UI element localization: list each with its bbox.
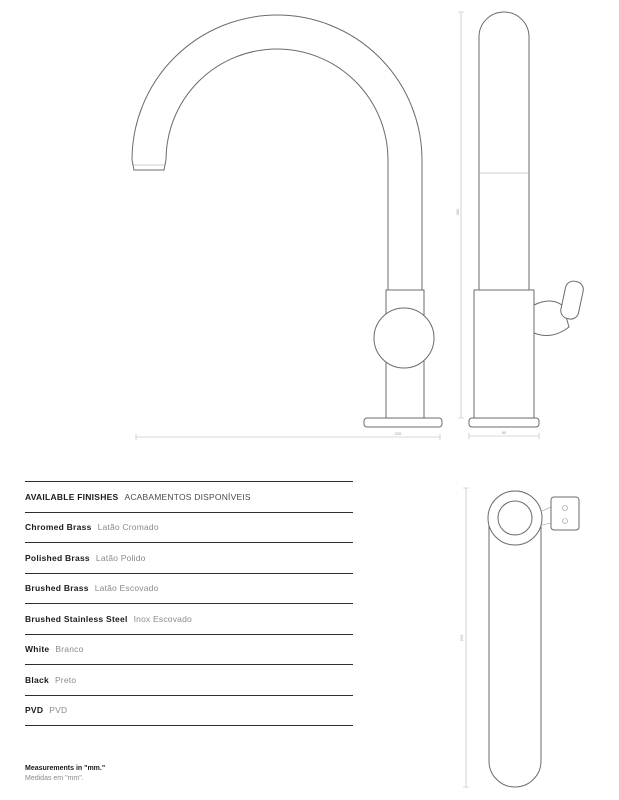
front-dimension: 220 — [135, 431, 441, 440]
finish-name-pt: Branco — [55, 644, 84, 654]
finish-row: PVD PVD — [25, 696, 353, 726]
lever-arm — [533, 300, 570, 336]
side-base-flange — [468, 417, 540, 428]
finish-row: Black Preto — [25, 665, 353, 696]
faucet-front-outline — [131, 14, 443, 428]
finishes-header: AVAILABLE FINISHES ACABAMENTOS DISPONÍVE… — [25, 482, 353, 513]
top-dim-label: 220 — [459, 634, 464, 641]
finish-name-pt: Latão Cromado — [97, 522, 159, 532]
spout-outer-arc — [131, 14, 423, 290]
top-handle-detail-2 — [562, 518, 568, 524]
side-base-dim-label: 60 — [502, 430, 507, 435]
finish-name-pt: PVD — [49, 705, 68, 715]
finishes-title-pt: ACABAMENTOS DISPONÍVEIS — [124, 491, 251, 502]
top-handle-block — [550, 496, 580, 531]
top-dimension: 220 — [459, 487, 469, 788]
finish-name-pt: Preto — [54, 674, 77, 685]
finish-row: Chromed Brass Latão Cromado — [25, 513, 353, 543]
measurements-note-pt: Medidas em "mm". — [25, 774, 84, 782]
finishes-title-en: AVAILABLE FINISHES — [25, 491, 119, 502]
side-dimensions: 390 60 — [455, 11, 540, 439]
finish-row: Polished Brass Latão Polido — [25, 543, 353, 574]
finish-name-en: White — [25, 644, 50, 654]
footer-note: Measurements in "mm." Medidas em "mm". — [25, 765, 105, 782]
top-body-inner-circle — [497, 500, 533, 536]
finish-name-pt: Latão Polido — [95, 552, 146, 563]
spout-inner-arc — [165, 48, 389, 290]
finish-name-en: Brushed Brass — [25, 583, 89, 593]
top-handle-detail-1 — [562, 505, 568, 511]
top-view-drawing: 220 — [459, 487, 580, 788]
side-view-drawing: 390 60 — [455, 11, 584, 439]
finish-name-en: Brushed Stainless Steel — [25, 613, 128, 624]
finish-row: Brushed Stainless Steel Inox Escovado — [25, 604, 353, 635]
faucet-side-outline — [468, 11, 584, 428]
side-column — [478, 11, 530, 290]
side-height-dim-label: 390 — [455, 208, 460, 215]
front-dim-label: 220 — [395, 431, 402, 436]
lever-grip — [560, 280, 584, 320]
handle-circle — [373, 307, 435, 369]
finish-row: Brushed Brass Latão Escovado — [25, 574, 353, 604]
finish-name-en: Chromed Brass — [25, 522, 92, 532]
finish-name-en: PVD — [25, 705, 44, 715]
finish-name-en: Black — [25, 674, 49, 685]
finishes-table: AVAILABLE FINISHES ACABAMENTOS DISPONÍVE… — [25, 481, 353, 726]
finish-name-pt: Latão Escovado — [94, 583, 159, 593]
measurements-note-en: Measurements in "mm." — [25, 765, 106, 772]
faucet-top-outline — [487, 490, 580, 788]
finish-row: White Branco — [25, 635, 353, 665]
finish-name-pt: Inox Escovado — [133, 613, 192, 624]
front-view-drawing: 220 — [131, 14, 443, 440]
top-body-circle — [487, 490, 543, 546]
finish-name-en: Polished Brass — [25, 552, 90, 563]
side-body — [473, 289, 535, 419]
base-flange — [363, 417, 443, 428]
top-handle-connector — [541, 506, 552, 526]
